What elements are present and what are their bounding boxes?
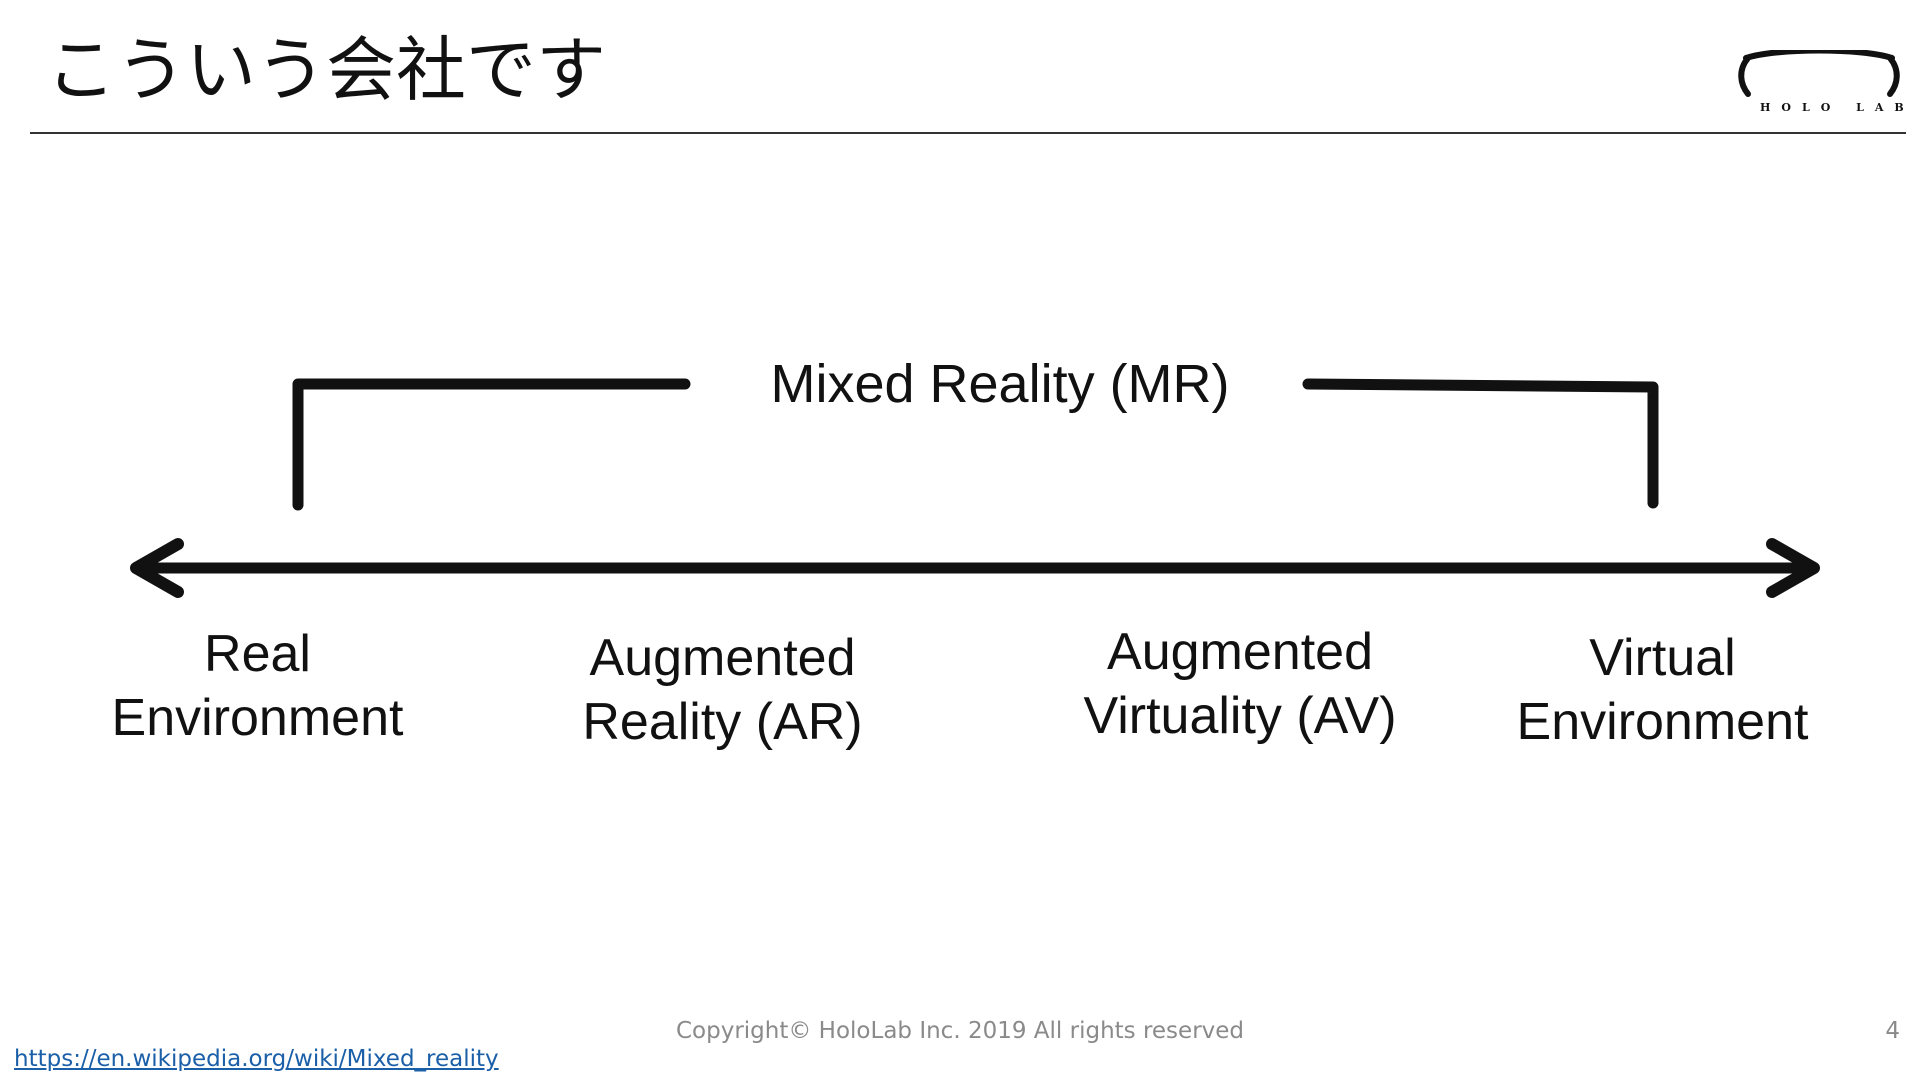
augmented-reality-label: Augmented Reality (AR) [560, 626, 885, 754]
mr-bracket-right [1302, 378, 1659, 509]
real-environment-line1: Real [204, 625, 311, 683]
source-link[interactable]: https://en.wikipedia.org/wiki/Mixed_real… [14, 1046, 499, 1072]
virtual-environment-line1: Virtual [1589, 629, 1736, 687]
augmented-virtuality-line1: Augmented [1107, 623, 1373, 681]
logo-wordmark: HOLO LAB [1760, 101, 1915, 114]
real-environment-label: Real Environment [80, 622, 435, 750]
virtual-environment-line2: Environment [1516, 693, 1809, 751]
virtual-environment-label: Virtual Environment [1490, 626, 1835, 754]
augmented-reality-line1: Augmented [589, 629, 856, 687]
hololab-logo [1738, 50, 1900, 97]
mixed-reality-label: Mixed Reality (MR) [770, 354, 1230, 414]
mr-bracket-left [292, 378, 691, 511]
title-divider [30, 132, 1906, 134]
slide-title: こういう会社です [46, 29, 606, 111]
augmented-virtuality-line2: Virtuality (AV) [1083, 687, 1397, 745]
page-number: 4 [1885, 1018, 1900, 1044]
augmented-reality-line2: Reality (AR) [582, 693, 863, 751]
arrowhead-right [1766, 538, 1820, 598]
augmented-virtuality-label: Augmented Virtuality (AV) [1040, 620, 1440, 748]
copyright-notice: Copyright© HoloLab Inc. 2019 All rights … [675, 1018, 1245, 1044]
real-environment-line2: Environment [111, 689, 404, 747]
arrowhead-left [130, 538, 184, 598]
